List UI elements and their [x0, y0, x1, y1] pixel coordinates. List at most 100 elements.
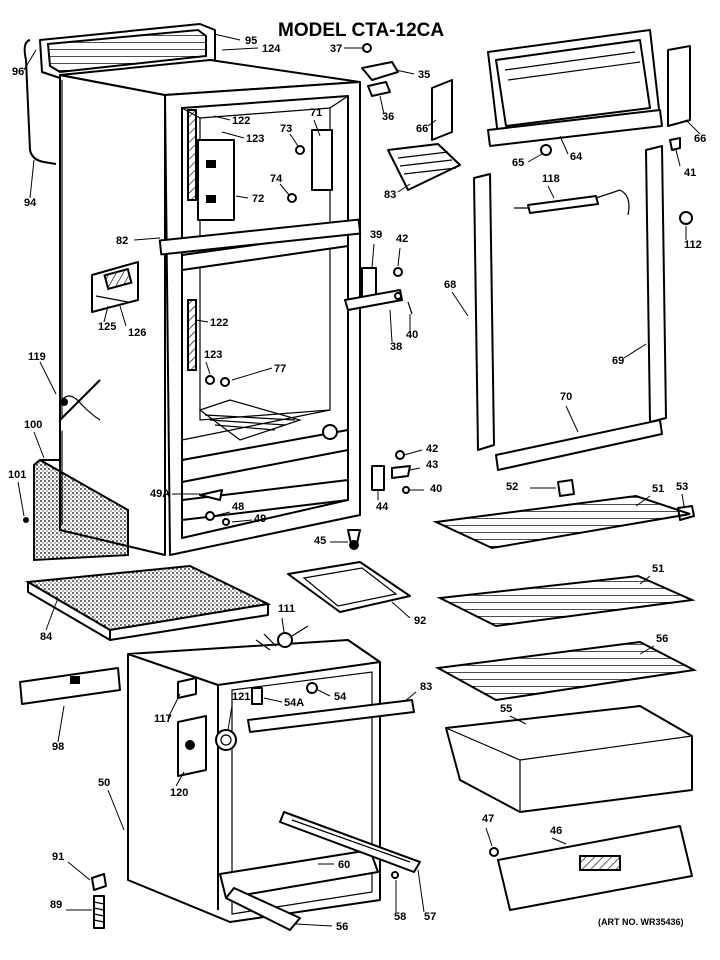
callout-c83a: 83 — [384, 189, 396, 201]
leader-line-c124 — [221, 47, 259, 51]
callout-c64a: 64 — [570, 151, 583, 163]
roller-77 — [322, 424, 338, 440]
callout-c72: 72 — [252, 193, 264, 205]
leader-line-c126 — [119, 305, 127, 327]
callout-c50: 50 — [98, 777, 110, 789]
cap-65 — [540, 144, 552, 156]
callout-c40b: 40 — [430, 483, 442, 495]
screw-37 — [362, 43, 372, 53]
leader-line-c68 — [451, 291, 469, 317]
callout-c35: 35 — [418, 69, 430, 81]
callout-c65: 65 — [512, 157, 524, 169]
control-housing — [197, 139, 235, 221]
leader-line-c66a — [427, 119, 437, 127]
handle-98 — [19, 667, 121, 705]
shelf-support-82 — [158, 218, 362, 256]
callout-c41: 41 — [684, 167, 696, 179]
hinge-44 — [371, 465, 385, 491]
callout-c126: 126 — [128, 327, 146, 339]
leader-line-c55 — [509, 715, 527, 725]
leader-line-c101 — [17, 481, 25, 517]
leader-line-c65 — [527, 153, 543, 163]
callout-c66a: 66 — [416, 123, 428, 135]
callout-c73: 73 — [280, 123, 292, 135]
hinge-35 — [361, 61, 399, 81]
freezer-door-frame — [487, 29, 691, 147]
fastener-112 — [679, 211, 693, 225]
callout-c37: 37 — [330, 43, 342, 55]
heater-118 — [527, 195, 599, 214]
leader-line-c64a — [559, 135, 569, 155]
wire-shelf-51a — [432, 494, 691, 550]
callout-c42a: 42 — [396, 233, 408, 245]
callout-c112: 112 — [684, 239, 702, 251]
rail-70 — [495, 419, 663, 471]
leader-line-c51a — [635, 495, 651, 507]
callout-c60: 60 — [338, 859, 350, 871]
leader-line-c83b — [403, 691, 417, 703]
callout-c54: 54 — [334, 691, 347, 703]
callout-c74: 74 — [270, 173, 283, 185]
callout-c101: 101 — [8, 469, 26, 481]
callout-c58: 58 — [394, 911, 406, 923]
leader-line-c123a — [221, 131, 245, 139]
callout-c120: 120 — [170, 787, 188, 799]
callout-c92: 92 — [414, 615, 426, 627]
leader-line-c41 — [675, 149, 681, 167]
door-gasket — [23, 39, 57, 165]
door-stop-66a — [431, 79, 453, 141]
rail-68 — [473, 173, 495, 451]
leader-line-c125 — [103, 305, 109, 323]
leader-line-c57 — [417, 869, 425, 913]
leader-line-c92 — [391, 601, 411, 619]
leader-line-c119 — [39, 361, 57, 395]
callout-c66b: 66 — [694, 133, 706, 145]
leader-line-c95 — [213, 33, 241, 41]
callout-c45: 45 — [314, 535, 326, 547]
heater-wire — [61, 395, 101, 421]
leader-line-c118 — [547, 185, 555, 199]
leader-line-c122a — [213, 115, 231, 121]
shelf-ladder-122 — [187, 299, 197, 371]
wire-shelf-51b — [436, 574, 696, 628]
callout-c91: 91 — [52, 851, 64, 863]
leader-line-c35 — [395, 69, 415, 75]
stop-58 — [391, 871, 399, 879]
insulation-block — [33, 458, 129, 562]
leader-line-c39 — [371, 243, 375, 269]
callout-c123a: 123 — [246, 133, 264, 145]
callout-c57: 57 — [424, 911, 436, 923]
leader-line-c84 — [45, 597, 59, 631]
callout-c83b: 83 — [420, 681, 432, 693]
callout-c54a: 54A — [284, 697, 304, 709]
callout-c49a: 49A — [150, 488, 170, 500]
callout-c84: 84 — [40, 631, 53, 643]
leader-line-c38 — [389, 309, 393, 343]
ice-tray — [387, 143, 461, 191]
callout-c44: 44 — [376, 501, 389, 513]
leader-line-c82 — [133, 237, 161, 241]
callout-c96: 96 — [12, 66, 24, 78]
leader-line-c51b — [639, 575, 651, 585]
leader-line-c69 — [623, 343, 647, 359]
leader-line-c56b — [295, 923, 333, 927]
leader-line-c73 — [289, 133, 299, 147]
callout-c52: 52 — [506, 481, 518, 493]
callout-c89: 89 — [50, 899, 62, 911]
cap-91 — [91, 873, 107, 891]
leader-line-c50 — [107, 789, 125, 831]
rail-69 — [645, 145, 667, 423]
clip-41 — [669, 137, 681, 151]
callout-c42b: 42 — [426, 443, 438, 455]
clip-54a — [251, 687, 263, 705]
callout-c94: 94 — [24, 197, 37, 209]
callout-c118: 118 — [542, 173, 560, 185]
callout-c122a: 122 — [232, 115, 250, 127]
callout-c100: 100 — [24, 419, 42, 431]
spring-49a — [199, 489, 223, 501]
callout-c68: 68 — [444, 279, 456, 291]
leader-line-c54 — [317, 689, 331, 697]
leader-line-c96 — [23, 49, 37, 71]
thermostat-panel — [187, 109, 197, 201]
leader-line-c56a — [639, 645, 655, 655]
